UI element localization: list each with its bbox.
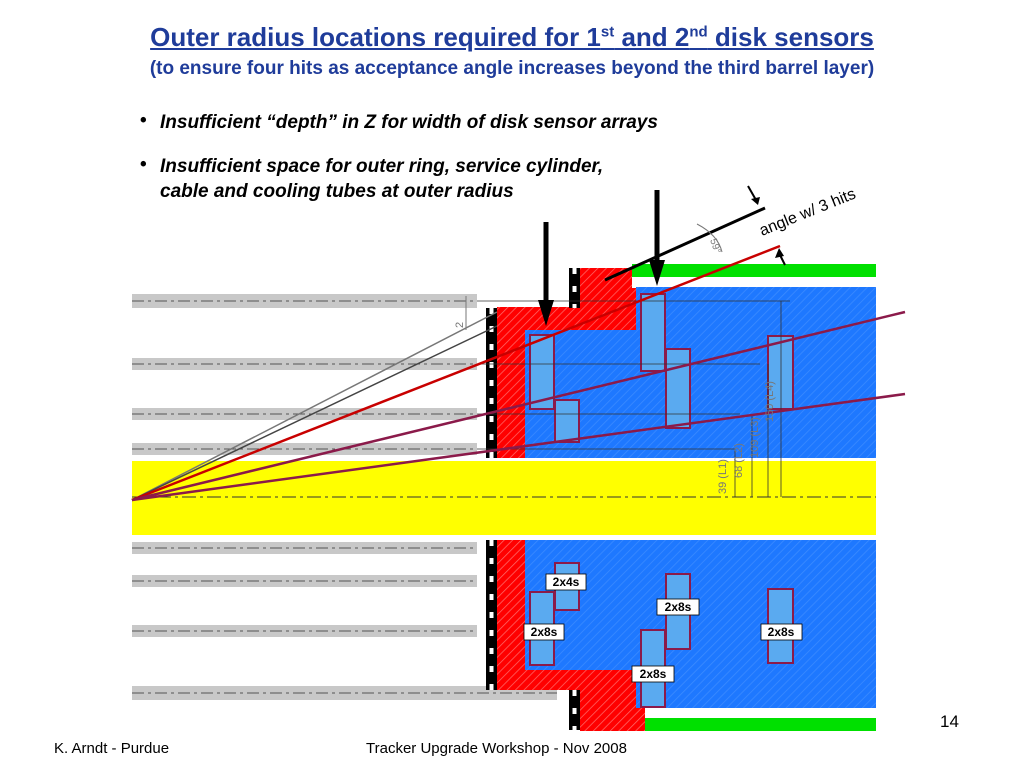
footer-author: K. Arndt - Purdue — [54, 740, 170, 757]
slide-title: Outer radius locations required for 1st … — [0, 22, 1024, 53]
disk-region-upper — [525, 287, 876, 458]
sensor-label: 2x8s — [665, 600, 692, 614]
title-sup-1: st — [600, 23, 615, 41]
service-cylinder-upper — [632, 264, 876, 277]
barrel-layer-bottom-3 — [132, 625, 477, 637]
angle-reference-line — [604, 206, 766, 282]
dim-label-l3: 109 (L3) — [749, 417, 761, 458]
angle-label: 59° — [707, 237, 723, 255]
sensor-upper-1a — [529, 334, 555, 410]
bullet-text: Insufficient space for outer ring, servi… — [160, 156, 604, 177]
title-text-2: and 2 — [614, 22, 690, 52]
track-red — [131, 244, 781, 502]
dim-label-l1: 39 (L1) — [717, 459, 729, 494]
track-grey-2 — [131, 325, 498, 501]
arrow-small-icon — [775, 248, 784, 258]
sensor-labels: 2x4s 2x8s 2x8s 2x8s 2x8s — [523, 573, 803, 683]
support-edges — [486, 268, 580, 730]
sensor-label: 2x8s — [531, 625, 558, 639]
title-sup-2: nd — [689, 23, 708, 41]
track-dark-2 — [131, 392, 906, 502]
sensor-label: 2x8s — [640, 667, 667, 681]
dim-2-label: 2 — [454, 322, 466, 328]
arrow-down-icon — [538, 300, 554, 326]
arrow-down-icon — [649, 260, 665, 286]
title-text-3: disk sensors — [707, 22, 874, 52]
dim-label-l2: 68 (L2) — [733, 443, 745, 478]
barrel-layer-bottom-2 — [132, 575, 477, 587]
dim-label-l4: 150 (L4) — [764, 381, 776, 422]
support-structure-lower — [497, 540, 645, 731]
track-grey-1 — [131, 311, 498, 501]
track-dark-1 — [131, 310, 906, 502]
bullet-text-continued: cable and cooling tubes at outer radius — [160, 181, 514, 202]
arrows — [538, 185, 786, 326]
service-gap-lower — [645, 708, 876, 716]
arrow-small-icon — [751, 197, 760, 205]
title-text-1: Outer radius locations required for 1 — [150, 22, 601, 52]
slide-subtitle: (to ensure four hits as acceptance angle… — [149, 58, 875, 79]
dimension-guides — [477, 300, 790, 497]
track-lines — [131, 206, 906, 502]
sensor-upper-2b — [665, 348, 691, 429]
page-number: 14 — [940, 712, 959, 731]
footer-event: Tracker Upgrade Workshop - Nov 2008 — [366, 740, 627, 757]
barrel-layer-top-4 — [132, 294, 477, 308]
sensor-upper-2a — [640, 293, 666, 372]
barrel-layer-bottom-1 — [132, 542, 477, 554]
angle-arc — [696, 223, 723, 253]
sensor-label: 2x4s — [553, 575, 580, 589]
bullet-marker: • — [140, 110, 147, 131]
sensor-label: 2x8s — [768, 625, 795, 639]
disk-region-lower — [525, 540, 876, 708]
barrel-layer-bottom-4 — [132, 686, 557, 700]
barrel-layer-top-2 — [132, 408, 477, 420]
sensor-upper-1b — [554, 399, 580, 443]
service-cylinder-lower — [632, 718, 876, 731]
service-gap-upper — [645, 280, 876, 287]
disk-sensors-upper — [529, 293, 794, 443]
barrel-layer-top-1 — [132, 443, 477, 455]
bullet-marker: • — [140, 154, 147, 175]
bullet-text: Insufficient “depth” in Z for width of d… — [160, 112, 658, 133]
angle-annotation: angle w/ 3 hits — [757, 186, 858, 240]
barrel-layers — [132, 294, 557, 700]
